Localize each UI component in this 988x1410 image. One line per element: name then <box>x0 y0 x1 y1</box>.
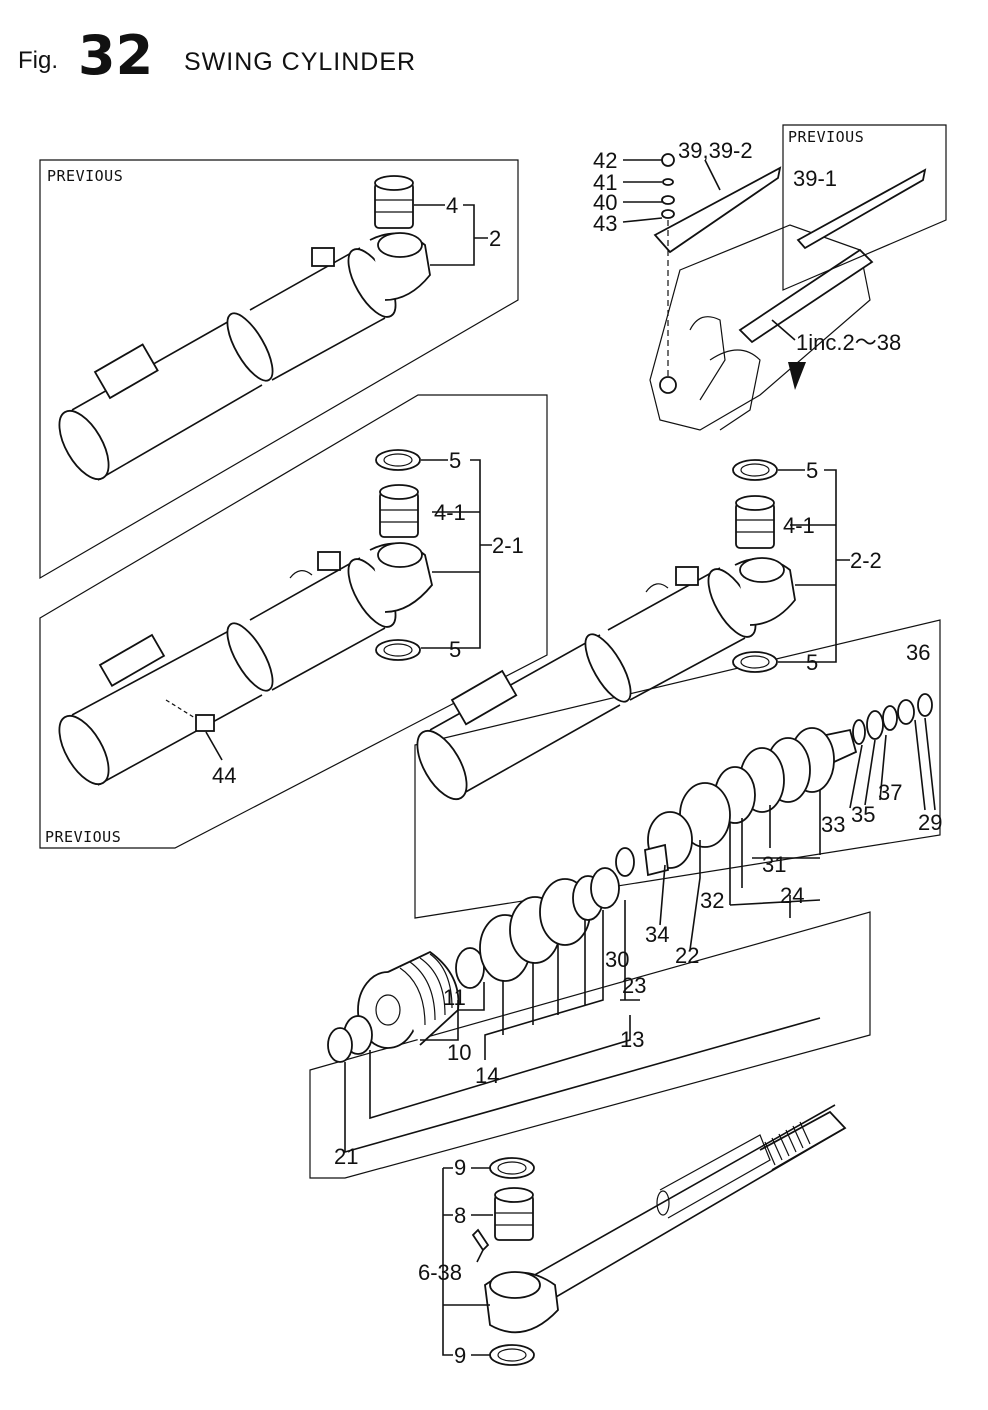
swing-cylinder-assembled <box>740 250 872 342</box>
snap-ring-30 <box>616 848 634 876</box>
ring-35 <box>853 720 865 744</box>
callout-39-1: 39-1 <box>793 166 837 191</box>
callout-29: 29 <box>918 810 942 835</box>
direction-arrow <box>788 362 806 390</box>
callout-4-1-c: 4-1 <box>783 513 815 538</box>
callout-9-bottom: 9 <box>454 1343 466 1368</box>
bushing-8 <box>495 1188 533 1240</box>
callout-32: 32 <box>700 888 724 913</box>
callout-2: 2 <box>489 226 501 251</box>
seal-ring-5-bottom-c <box>733 652 777 672</box>
box-label-previous-3: PREVIOUS <box>788 128 864 146</box>
callout-5-c-bottom: 5 <box>806 650 818 675</box>
ring-37 <box>867 711 883 739</box>
cylinder-tube-1 <box>49 242 404 487</box>
callout-37: 37 <box>878 780 902 805</box>
callout-5-b-bottom: 5 <box>449 637 461 662</box>
bolt-42 <box>662 154 674 166</box>
fig-prefix: Fig. <box>18 47 58 74</box>
callout-6-38: 6-38 <box>418 1260 462 1285</box>
bushing-4-1-c <box>736 496 774 548</box>
callout-14: 14 <box>475 1063 499 1088</box>
mounting-assembly: 42 41 40 43 39,39-2 1inc.2～38 <box>593 138 901 430</box>
previous-cylinder-box-2: PREVIOUS 5 4-1 2-1 <box>40 395 547 848</box>
clip-44 <box>196 715 214 731</box>
callout-21: 21 <box>334 1144 358 1169</box>
fig-number: 32 <box>78 24 153 87</box>
seal-ring-5-top-b <box>376 450 420 470</box>
current-cylinder-box: 5 4-1 2-2 5 36 37 35 33 29 31 3 <box>407 458 942 968</box>
callout-35: 35 <box>851 802 875 827</box>
callout-4-1-b: 4-1 <box>434 500 466 525</box>
grease-fitting-38 <box>473 1230 488 1250</box>
seal-ring-5-top-c <box>733 460 777 480</box>
callout-5-c-top: 5 <box>806 458 818 483</box>
callout-34: 34 <box>645 922 669 947</box>
gland-parts-box: 11 10 14 30 23 13 21 <box>310 868 870 1178</box>
cylinder-tube-3 <box>407 562 764 807</box>
seal-ring-9-top <box>490 1158 534 1178</box>
callout-43: 43 <box>593 211 617 236</box>
piston-rod: 9 8 6-38 9 <box>418 1105 845 1368</box>
callout-1-inc: 1inc.2～38 <box>796 330 901 355</box>
callout-23: 23 <box>622 973 646 998</box>
callout-2-2: 2-2 <box>850 548 882 573</box>
callout-4: 4 <box>446 193 458 218</box>
snap-ring-29 <box>918 694 932 716</box>
box-label-previous-1: PREVIOUS <box>47 167 123 185</box>
callout-30: 30 <box>605 947 629 972</box>
callout-31: 31 <box>762 852 786 877</box>
callout-10: 10 <box>447 1040 471 1065</box>
callout-44: 44 <box>212 763 236 788</box>
callout-5-b-top: 5 <box>449 448 461 473</box>
callout-2-1: 2-1 <box>492 533 524 558</box>
callout-24: 24 <box>780 883 804 908</box>
callout-13: 13 <box>620 1027 644 1052</box>
cover-plate-39 <box>655 168 780 252</box>
page-title: SWING CYLINDER <box>184 48 416 76</box>
bushing-4 <box>375 176 413 228</box>
rod-eye-6 <box>485 1272 558 1332</box>
box-label-previous-2: PREVIOUS <box>45 828 121 846</box>
callout-39-39-2: 39,39-2 <box>678 138 753 163</box>
seal-ring-5-bottom-b <box>376 640 420 660</box>
callout-9-top: 9 <box>454 1155 466 1180</box>
washer-36 <box>898 700 914 724</box>
callout-33: 33 <box>821 812 845 837</box>
callout-36: 36 <box>906 640 930 665</box>
bushing-4-1-b <box>380 485 418 537</box>
seal-ring-9-bottom <box>490 1345 534 1365</box>
callout-8: 8 <box>454 1203 466 1228</box>
callout-22: 22 <box>675 943 699 968</box>
callout-11: 11 <box>443 985 466 1010</box>
